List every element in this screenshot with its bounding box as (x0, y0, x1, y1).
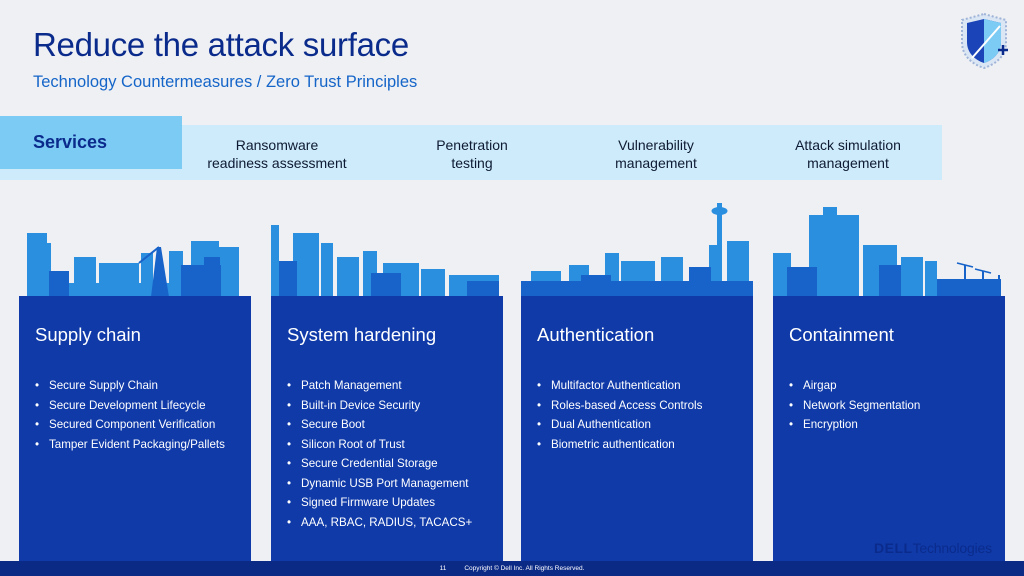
service-penetration: Penetration testing (387, 136, 557, 172)
list-item: Secure Boot (287, 415, 472, 435)
service-line: management (807, 155, 889, 171)
card-list: Multifactor Authentication Roles-based A… (537, 376, 702, 454)
services-tab: Services (0, 116, 182, 169)
service-line: readiness assessment (207, 155, 347, 171)
card-title: Authentication (537, 324, 655, 345)
card-supply-chain: Supply chain Secure Supply Chain Secure … (19, 296, 251, 562)
list-item: Secured Component Verification (35, 415, 225, 435)
page-number: 11 (439, 565, 447, 572)
service-ransomware: Ransomware readiness assessment (192, 136, 362, 172)
copyright-text: Copyright © Dell Inc. All Rights Reserve… (464, 565, 585, 572)
service-attack-simulation: Attack simulation management (763, 136, 933, 172)
card-system-hardening: System hardening Patch Management Built-… (271, 296, 503, 562)
list-item: Signed Firmware Updates (287, 493, 472, 513)
logo-suffix: Technologies (912, 540, 993, 556)
card-list: Patch Management Built-in Device Securit… (287, 376, 472, 532)
list-item: Tamper Evident Packaging/Pallets (35, 435, 225, 455)
service-line: testing (451, 155, 493, 171)
service-vulnerability: Vulnerability management (571, 136, 741, 172)
card-containment: Containment Airgap Network Segmentation … (773, 296, 1005, 562)
list-item: Encryption (789, 415, 920, 435)
list-item: Secure Credential Storage (287, 454, 472, 474)
list-item: Roles-based Access Controls (537, 396, 702, 416)
service-line: Vulnerability (618, 137, 694, 153)
list-item: Secure Development Lifecycle (35, 396, 225, 416)
skyline-tower-illustration (521, 203, 753, 297)
card-title: Containment (789, 324, 894, 345)
skyline-harbor-illustration (27, 233, 239, 297)
list-item: Dynamic USB Port Management (287, 474, 472, 494)
service-line: Penetration (436, 137, 508, 153)
service-line: Attack simulation (795, 137, 901, 153)
skyline-wind-illustration (773, 207, 1001, 297)
list-item: Patch Management (287, 376, 472, 396)
card-list: Secure Supply Chain Secure Development L… (35, 376, 225, 454)
list-item: Silicon Root of Trust (287, 435, 472, 455)
page-title: Reduce the attack surface (33, 26, 409, 63)
card-list: Airgap Network Segmentation Encryption (789, 376, 920, 435)
service-line: Ransomware (235, 137, 319, 153)
list-item: Biometric authentication (537, 435, 702, 455)
list-item: Airgap (789, 376, 920, 396)
list-item: Built-in Device Security (287, 396, 472, 416)
card-authentication: Authentication Multifactor Authenticatio… (521, 296, 753, 562)
footer-bar: 11 Copyright © Dell Inc. All Rights Rese… (0, 561, 1024, 576)
list-item: Dual Authentication (537, 415, 702, 435)
list-item: AAA, RBAC, RADIUS, TACACS+ (287, 513, 472, 533)
list-item: Secure Supply Chain (35, 376, 225, 396)
list-item: Multifactor Authentication (537, 376, 702, 396)
service-line: management (615, 155, 697, 171)
shield-icon (961, 12, 1008, 70)
dell-technologies-logo: DELLTechnologies (874, 540, 992, 556)
card-title: Supply chain (35, 324, 141, 345)
card-title: System hardening (287, 324, 437, 345)
page-subtitle: Technology Countermeasures / Zero Trust … (33, 73, 418, 91)
skyline-city-illustration (271, 225, 499, 297)
list-item: Network Segmentation (789, 396, 920, 416)
logo-brand: DELL (874, 540, 913, 556)
